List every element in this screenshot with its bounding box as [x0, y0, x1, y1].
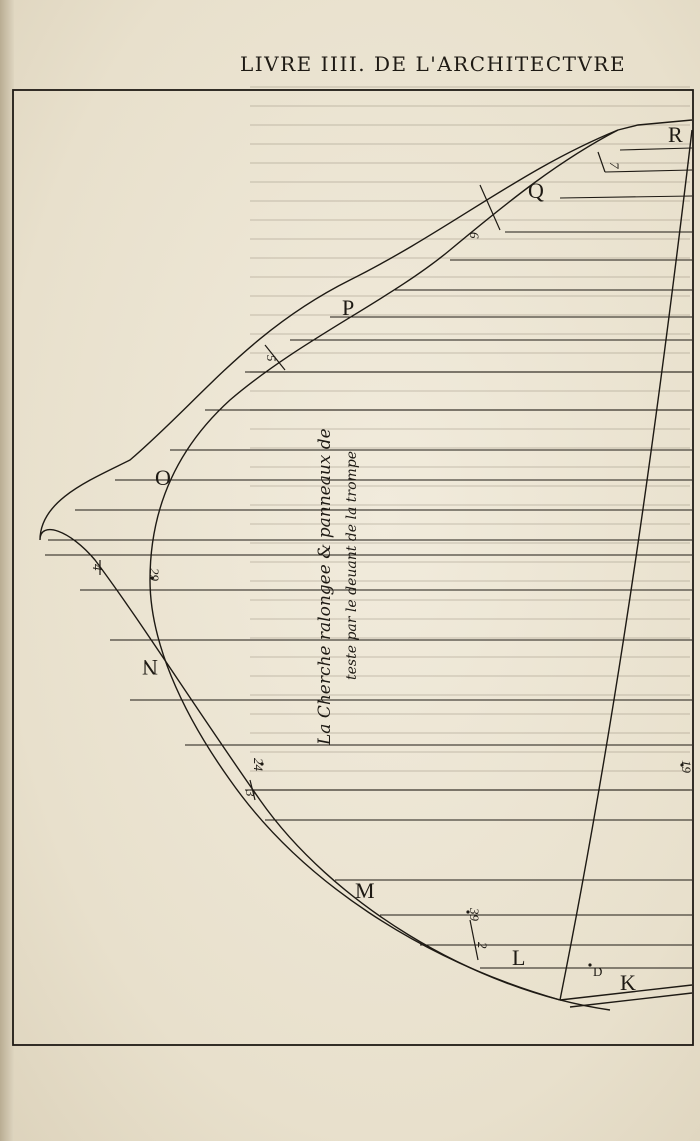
number-3: 3	[243, 789, 258, 797]
label-Q: Q	[528, 178, 544, 203]
label-N: N	[142, 655, 158, 680]
label-O: O	[155, 465, 171, 490]
label-K: K	[620, 970, 636, 995]
number-39: 39	[467, 907, 482, 922]
book-spine-shadow	[0, 0, 14, 1141]
label-P: P	[342, 295, 354, 320]
running-header: LIVRE IIII. DE L'ARCHITECTVRE	[240, 52, 627, 76]
construction-points	[150, 576, 684, 967]
plate-frame	[12, 89, 694, 1046]
number-5: 5	[264, 355, 279, 362]
number-6: 6	[467, 232, 482, 239]
caption-line-1: La Cherche ralongee & panneaux de	[315, 428, 335, 746]
number-24: 24	[251, 758, 266, 772]
number-29: 29	[147, 568, 162, 582]
number-19: 19	[679, 760, 694, 774]
number-7: 7	[607, 162, 622, 169]
bottom-edge-line	[559, 984, 693, 1001]
outer-profile-curve	[39, 129, 619, 1011]
right-diagonal-line	[559, 129, 693, 1001]
horizontal-ordinates	[45, 147, 693, 969]
number-2: 2	[475, 942, 490, 949]
label-D: D	[593, 964, 602, 979]
caption-line-2: teste par le deuant de la trompe	[344, 451, 360, 680]
cross-marks	[99, 151, 606, 961]
right-edge-line	[617, 119, 693, 131]
number-4: 4	[90, 564, 105, 571]
bottom-edge-line-2	[569, 992, 693, 1008]
inner-profile-curve	[149, 129, 619, 1001]
label-R: R	[668, 122, 683, 147]
label-M: M	[355, 878, 375, 903]
label-L: L	[512, 945, 525, 970]
